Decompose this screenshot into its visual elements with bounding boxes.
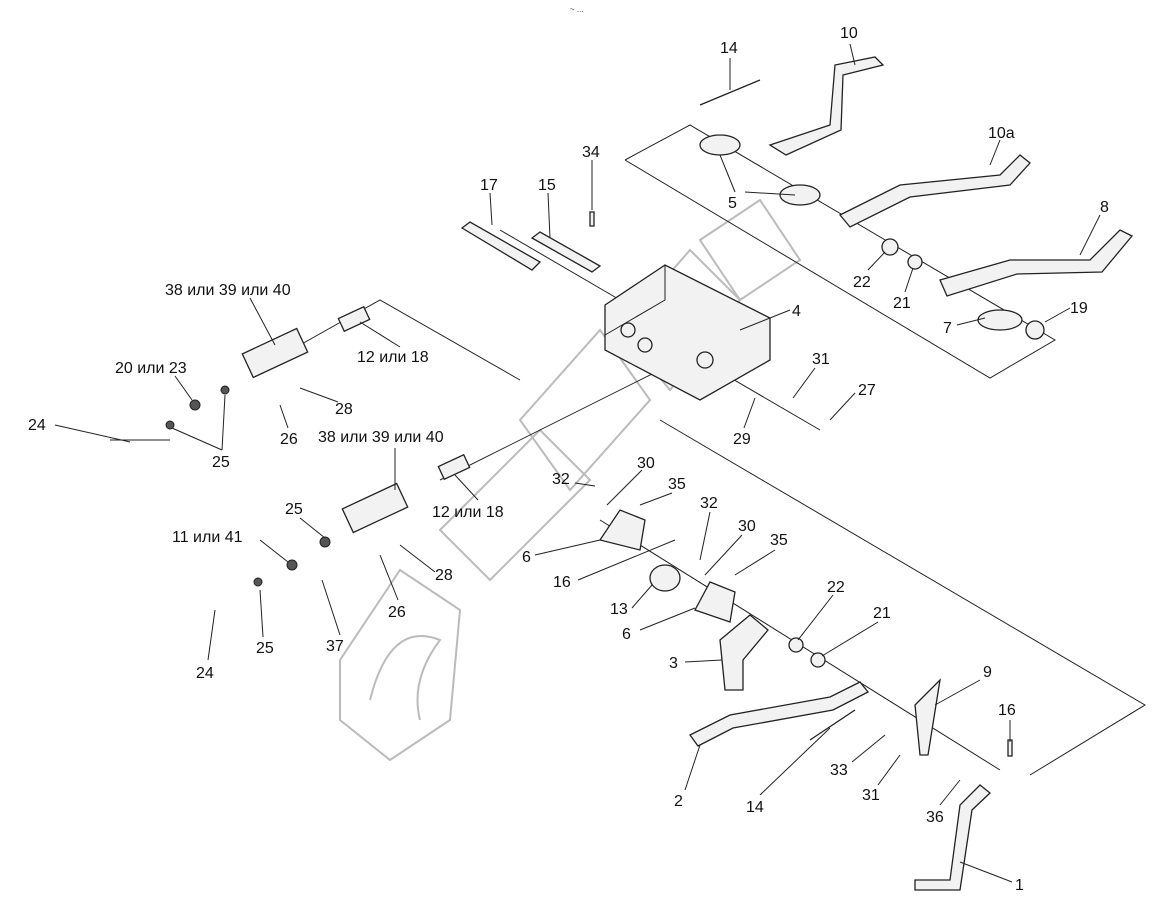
label-32-lower: 32 <box>700 495 718 512</box>
label-27: 27 <box>858 382 876 399</box>
label-35-lower: 35 <box>770 532 788 549</box>
label-22: 22 <box>853 274 871 291</box>
label-6-lower: 6 <box>622 626 631 643</box>
bracket-3 <box>719 614 769 691</box>
pedal-2 <box>689 681 870 747</box>
label-12-18-lower: 12 или 18 <box>432 504 504 521</box>
label-37: 37 <box>326 638 344 655</box>
master-cylinder-upper <box>241 327 309 379</box>
parts <box>165 56 1134 891</box>
label-3: 3 <box>669 655 678 672</box>
pedal-8 <box>939 229 1134 297</box>
label-38-39-40-upper: 38 или 39 или 40 <box>165 282 291 299</box>
label-19: 19 <box>1070 300 1088 317</box>
label-24-lower: 24 <box>196 665 214 682</box>
label-33: 33 <box>830 762 848 779</box>
pedal-10 <box>768 56 885 156</box>
label-28-upper: 28 <box>335 401 353 418</box>
label-22-lower: 22 <box>827 579 845 596</box>
label-30-upper: 30 <box>637 455 655 472</box>
leader-lines <box>54 43 1101 883</box>
label-29: 29 <box>733 431 751 448</box>
label-1: 1 <box>1015 877 1024 894</box>
label-4: 4 <box>792 303 801 320</box>
label-35-upper: 35 <box>668 476 686 493</box>
label-6-upper: 6 <box>522 549 531 566</box>
label-17: 17 <box>480 177 498 194</box>
header-mark: ~ ... <box>570 5 584 14</box>
pedal-10a <box>838 154 1031 228</box>
spring-14-bottom <box>809 709 856 741</box>
label-20-23: 20 или 23 <box>115 360 187 377</box>
label-12-18-upper: 12 или 18 <box>357 349 429 366</box>
label-25-upper: 25 <box>212 454 230 471</box>
part-labels: 14 10 10а 5 8 17 15 34 22 21 7 19 4 38 и… <box>28 25 1109 894</box>
lever-6-lower <box>694 581 736 623</box>
pedal-1 <box>914 784 991 891</box>
master-cylinder-lower <box>341 482 409 534</box>
lever-6-upper <box>598 509 646 551</box>
label-2: 2 <box>674 793 683 810</box>
label-5: 5 <box>728 195 737 212</box>
label-38-39-40-lower: 38 или 39 или 40 <box>318 429 444 446</box>
label-26-lower: 26 <box>388 604 406 621</box>
label-31-upper: 31 <box>812 351 830 368</box>
label-8: 8 <box>1100 199 1109 216</box>
label-16-upper: 16 <box>553 574 571 591</box>
label-25-mid: 25 <box>285 501 303 518</box>
label-34: 34 <box>582 144 600 161</box>
label-13: 13 <box>610 601 628 618</box>
label-9: 9 <box>983 664 992 681</box>
label-21: 21 <box>893 295 911 312</box>
lever-9 <box>914 678 941 756</box>
label-32-upper: 32 <box>552 471 570 488</box>
shaft-15 <box>530 231 602 273</box>
label-31-lower: 31 <box>862 787 880 804</box>
label-10: 10 <box>840 25 858 42</box>
label-7: 7 <box>943 320 952 337</box>
label-25-lower: 25 <box>256 640 274 657</box>
label-28-lower: 28 <box>435 567 453 584</box>
label-11-41: 11 или 41 <box>172 529 243 546</box>
label-14: 14 <box>720 40 738 57</box>
label-16-lower: 16 <box>998 702 1016 719</box>
label-26-upper: 26 <box>280 431 298 448</box>
shaft-17 <box>460 221 542 271</box>
label-30-lower: 30 <box>738 518 756 535</box>
label-14-lower: 14 <box>746 799 764 816</box>
label-21-lower: 21 <box>873 605 891 622</box>
label-24-upper: 24 <box>28 417 46 434</box>
label-36: 36 <box>926 809 944 826</box>
assembly-lines <box>110 124 1146 776</box>
label-15: 15 <box>538 177 556 194</box>
label-10a: 10а <box>988 125 1015 142</box>
spring-14-top <box>699 79 761 106</box>
